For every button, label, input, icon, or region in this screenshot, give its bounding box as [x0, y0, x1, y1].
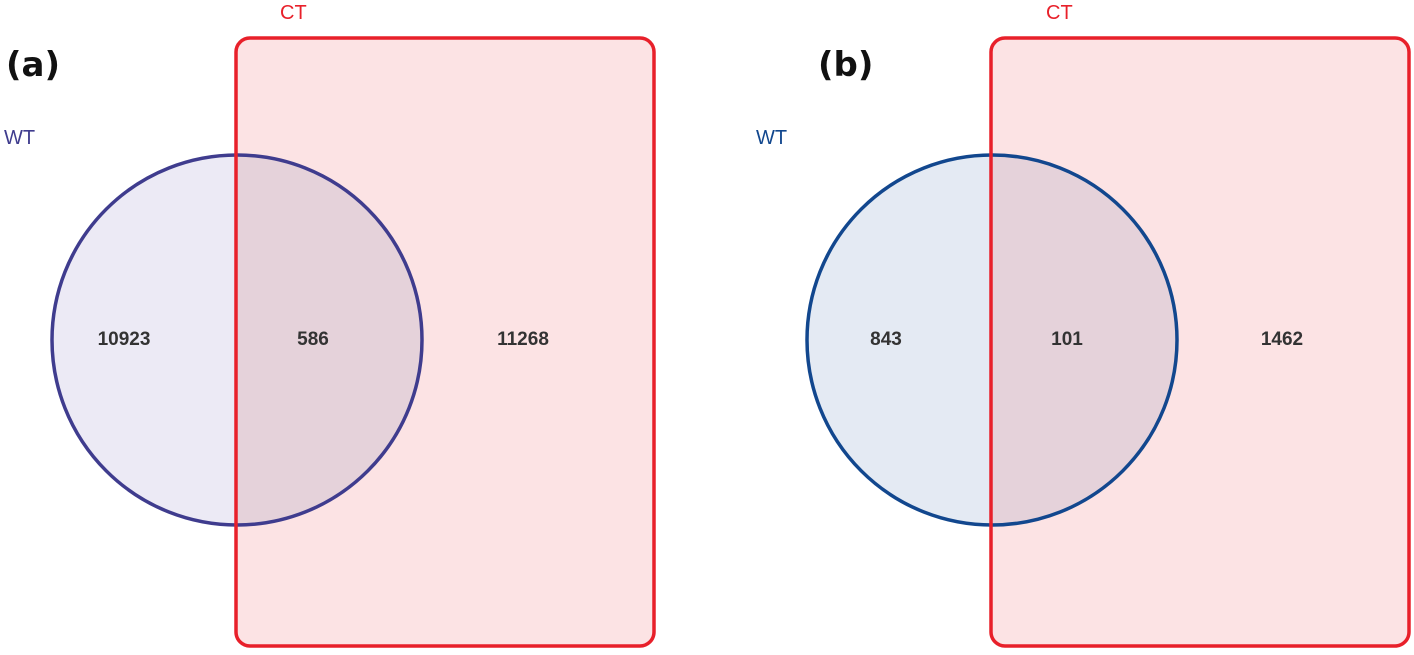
set-label-wt-b: WT [756, 127, 787, 149]
count-ct-only-b: 1462 [1261, 329, 1303, 350]
set-label-ct-a: CT [280, 2, 307, 24]
venn-panel-a: (a) WT CT 10923 586 11268 [4, 2, 656, 648]
count-overlap-a: 586 [297, 329, 329, 350]
set-label-ct-b: CT [1046, 2, 1073, 24]
count-overlap-b: 101 [1051, 329, 1083, 350]
count-ct-only-a: 11268 [497, 329, 549, 350]
set-label-wt-a: WT [4, 127, 35, 149]
venn-panel-b: (b) WT CT 843 101 1462 [756, 2, 1411, 648]
panel-label-b: (b) [818, 45, 873, 85]
count-wt-only-a: 10923 [98, 329, 151, 350]
ct-set-outline-a [234, 36, 656, 648]
ct-set-outline-b [989, 36, 1411, 648]
count-wt-only-b: 843 [870, 329, 902, 350]
panel-label-a: (a) [6, 45, 60, 85]
